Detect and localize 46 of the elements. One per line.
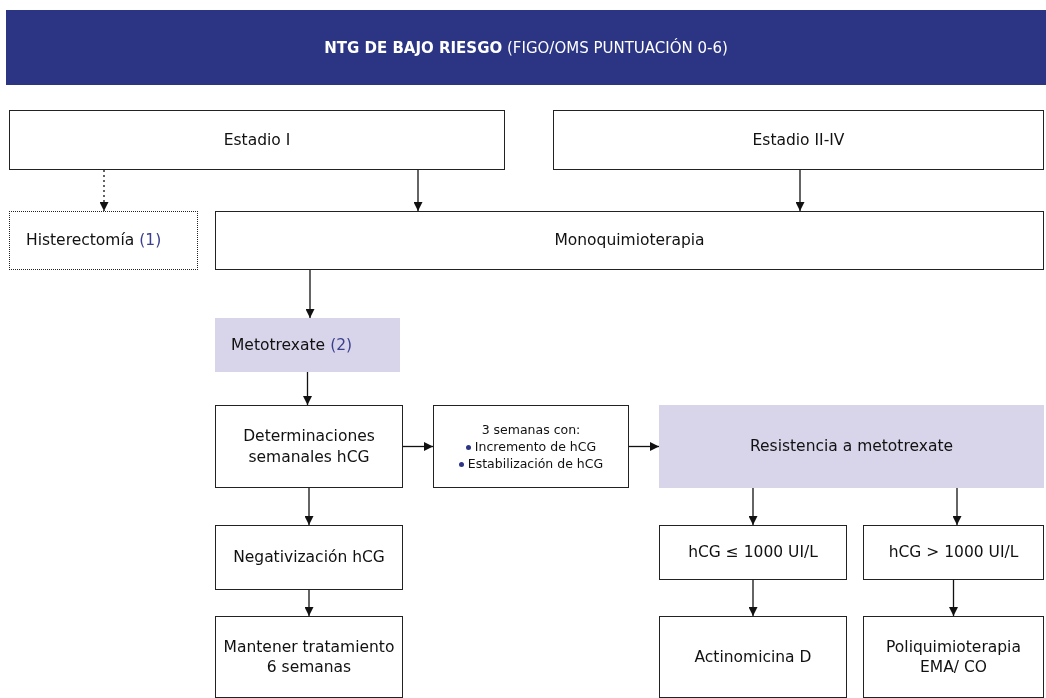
arrow: [413, 169, 423, 212]
box-text: hCG ≤ 1000 UI/L: [688, 542, 818, 563]
process-box: [863, 525, 1044, 580]
note-reference: (2): [330, 334, 353, 356]
box-text: Negativización hCG: [233, 547, 385, 568]
highlight-box: [215, 318, 400, 372]
arrow: [99, 169, 109, 212]
process-box: [863, 616, 1044, 698]
process-box: [433, 405, 629, 488]
bullet-item: Estabilización de hCG: [458, 455, 604, 472]
arrow: [305, 269, 315, 319]
process-box: [553, 110, 1044, 170]
process-box: [215, 525, 403, 590]
title: NTG DE BAJO RIESGO (FIGO/OMS PUNTUACIÓN 0-6): [324, 38, 728, 57]
arrow: [748, 487, 758, 526]
arrow: [952, 487, 962, 526]
box-text: 3 semanas con:: [481, 421, 581, 438]
optional-box: [9, 211, 198, 270]
box-text: Mantener tratamiento 6 semanas: [222, 636, 396, 678]
box-text: Monoquimioterapia: [554, 230, 705, 251]
box-text: Metotrexate: [231, 334, 326, 356]
process-box: [215, 616, 403, 698]
process-box: [215, 211, 1044, 270]
box-text: Actinomicina D: [694, 646, 812, 668]
arrow: [628, 442, 660, 451]
box-text: hCG > 1000 UI/L: [888, 542, 1019, 563]
box-text: Poliquimioterapia EMA/ CO: [885, 636, 1022, 678]
box-text: Resistencia a metotrexate: [749, 436, 953, 457]
arrow: [402, 442, 434, 451]
arrow: [949, 579, 958, 617]
arrow: [303, 371, 312, 406]
box-text: Histerectomía: [26, 230, 135, 251]
arrow: [304, 589, 314, 617]
arrow: [748, 579, 758, 617]
box-text: Estadio II-IV: [752, 129, 845, 151]
process-box: [215, 405, 403, 488]
arrow: [304, 487, 314, 526]
box-text: Determinaciones semanales hCG: [242, 426, 376, 467]
box-text: Estadio I: [223, 129, 291, 151]
process-box: [659, 525, 847, 580]
note-reference: (1): [139, 230, 162, 251]
process-box: [659, 616, 847, 698]
highlight-box: [659, 405, 1044, 488]
arrow: [795, 169, 805, 212]
bullet-item: Incremento de hCG: [465, 439, 597, 455]
process-box: [9, 110, 505, 170]
